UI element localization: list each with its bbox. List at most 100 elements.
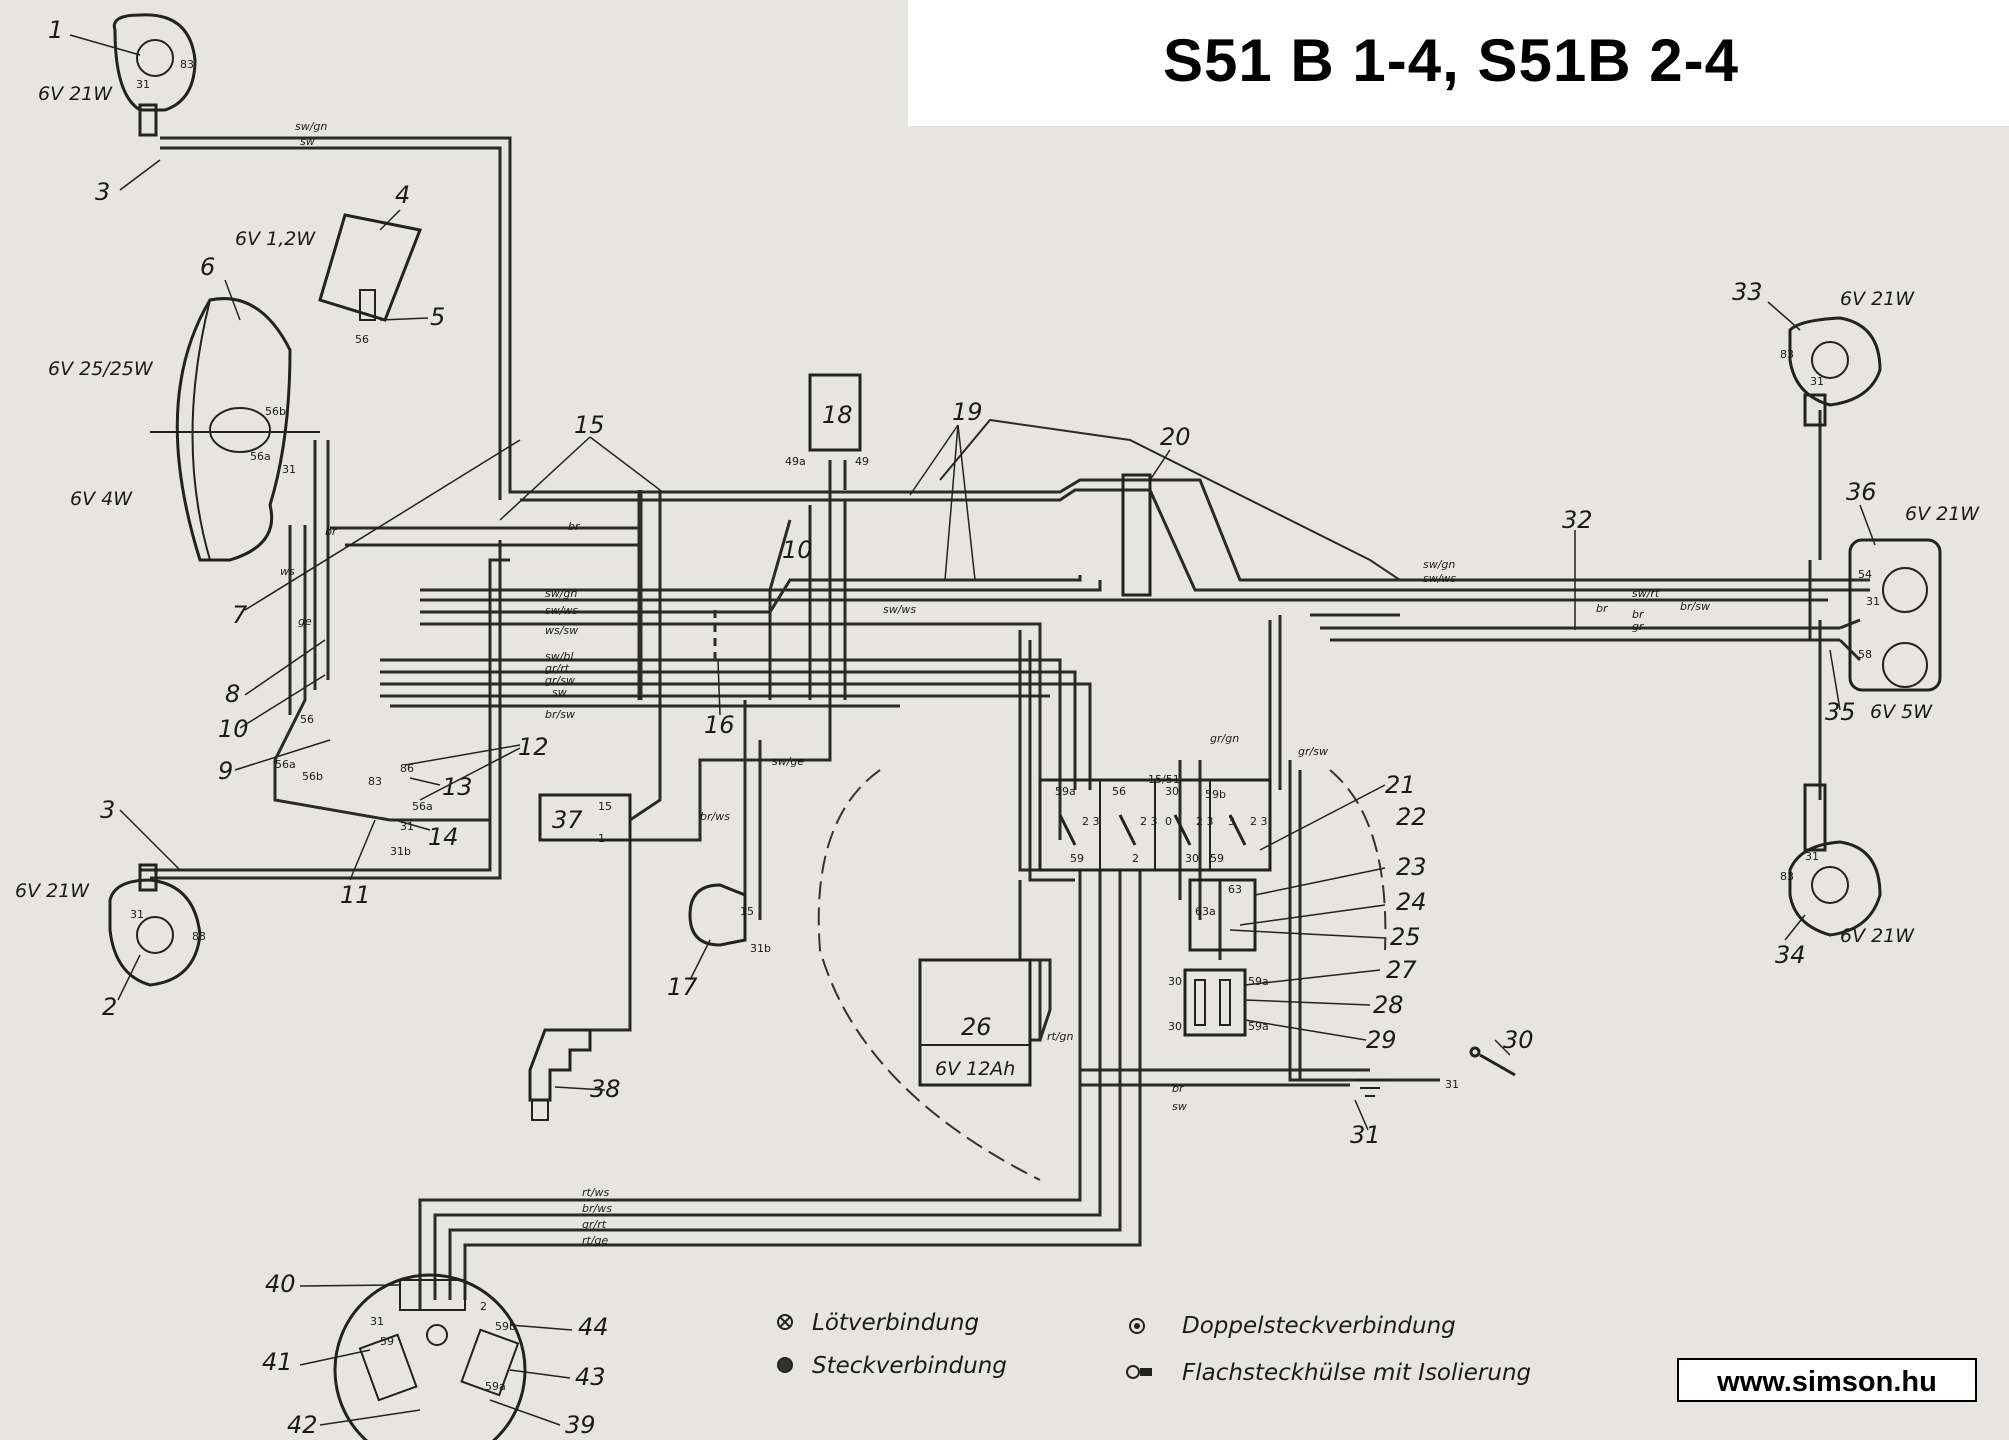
terminal-label: 31	[130, 908, 144, 921]
terminal-label: 56a	[412, 800, 433, 813]
fuse-block-27	[1183, 968, 1247, 1037]
component-number: 19	[952, 398, 983, 426]
component-number: 9	[218, 757, 233, 785]
terminal-label: 59b	[495, 1320, 516, 1333]
wire-color-label: rt/ge	[582, 1234, 609, 1247]
component-number: 29	[1366, 1026, 1397, 1054]
terminal-labels: 83 31 83 31 56 56b 56a 31 56a 56b 56 83 …	[130, 58, 1880, 1393]
terminal-label: 83	[192, 930, 206, 943]
wire-color-label: rt/gn	[1047, 1030, 1074, 1043]
lamp-spec-label: 6V 21W	[1905, 503, 1980, 525]
component-number: 5	[430, 303, 445, 331]
lamp-specs: 6V 21W 6V 21W 6V 1,2W 6V 25/25W 6V 4W 6V…	[15, 83, 1980, 1080]
terminal-label: 86	[400, 762, 414, 775]
wire-color-label: sw	[300, 135, 315, 148]
module-37	[538, 793, 632, 842]
wire-color-label: br	[325, 525, 338, 538]
wire-color-label: br/ws	[582, 1202, 612, 1215]
lamp-spec-label: 6V 21W	[1840, 288, 1915, 310]
terminal-label: 56	[300, 713, 314, 726]
wire-color-label: gr	[1632, 620, 1645, 633]
terminal-label: 56	[1112, 785, 1126, 798]
terminal-label: 2 3	[1250, 815, 1268, 828]
terminal-label: 30	[1168, 975, 1182, 988]
terminal-label: 56b	[265, 405, 286, 418]
wire-color-label: ws/sw	[545, 624, 578, 637]
terminal-label: 83	[368, 775, 382, 788]
wire-labels: sw/gn sw br sw/gn sw/ws ws/sw sw/bl gr/r…	[280, 120, 1710, 1247]
legend: Lötverbindung Steckverbindung Doppelstec…	[777, 1310, 1531, 1386]
wire-color-label: ge	[298, 615, 312, 628]
terminal-label: 59a	[1248, 1020, 1269, 1033]
wire-color-label: sw/ws	[883, 603, 916, 616]
terminal-label: 56a	[275, 758, 296, 771]
terminal-label: 31b	[390, 845, 411, 858]
terminal-label: 59a	[485, 1380, 506, 1393]
wire-color-label: ws	[280, 565, 295, 578]
terminal-label: 83	[1780, 348, 1794, 361]
terminal-label: 30	[1165, 785, 1179, 798]
component-number: 3	[95, 178, 110, 206]
component-number: 17	[667, 973, 698, 1001]
lamp-spec-label: 6V 25/25W	[48, 358, 154, 380]
tank-outline-right	[1329, 769, 1387, 951]
wire-color-label: sw/gn	[1423, 558, 1455, 571]
component-number: 28	[1373, 991, 1404, 1019]
terminal-label: 59b	[1205, 788, 1226, 801]
terminal-label: 2 3	[1196, 815, 1214, 828]
ground-30	[1469, 1046, 1516, 1077]
terminal-label: 1	[598, 832, 605, 845]
terminal-label: 58	[1858, 648, 1872, 661]
lamp-spec-label: 6V 1,2W	[235, 228, 316, 250]
terminal-label: 2 3	[1082, 815, 1100, 828]
component-number: 31	[1350, 1121, 1381, 1149]
page-title: S51 B 1-4, S51B 2-4	[1163, 27, 1739, 94]
wire-color-label: sw/gn	[545, 587, 577, 600]
terminal-label: 59	[1210, 852, 1224, 865]
component-number: 6	[200, 253, 215, 281]
terminal-label: 56	[355, 333, 369, 346]
ignition-plate-39	[333, 1273, 527, 1440]
component-number: 7	[232, 601, 248, 629]
component-number: 41	[262, 1348, 293, 1376]
component-number: 40	[265, 1270, 296, 1298]
relay-23	[1188, 878, 1257, 952]
wire-color-label: br/ws	[700, 810, 730, 823]
terminal-label: 59a	[1055, 785, 1076, 798]
component-number: 14	[428, 823, 459, 851]
terminal-label: 31	[1866, 595, 1880, 608]
component-number: 26	[961, 1013, 992, 1041]
lamp-spec-label: 6V 21W	[15, 880, 90, 902]
terminal-label: 31	[370, 1315, 384, 1328]
headlight-6	[150, 297, 320, 562]
terminal-label: 2 3	[1140, 815, 1158, 828]
legend-solder-label: Lötverbindung	[812, 1310, 979, 1336]
legend-flat-sleeve-label: Flachsteckhülse mit Isolierung	[1182, 1360, 1531, 1386]
terminal-label: 63a	[1195, 905, 1216, 918]
lamp-34	[1788, 783, 1882, 937]
terminal-label: 83	[180, 58, 194, 71]
terminal-label: 31	[400, 820, 414, 833]
terminal-label: 31	[136, 78, 150, 91]
wire-color-label: br/sw	[1680, 600, 1710, 613]
terminal-label: 49	[855, 455, 869, 468]
lamp-spec-label: 6V 4W	[70, 488, 133, 510]
wire-color-label: gr/rt	[545, 662, 570, 675]
component-number: 37	[552, 806, 583, 834]
ignition-switch-21	[1038, 778, 1272, 872]
terminal-label: 3	[1228, 815, 1235, 828]
terminal-label: 31	[282, 463, 296, 476]
component-number: 24	[1396, 888, 1427, 916]
wire-harness	[140, 136, 1870, 1310]
wire-color-label: sw/ge	[772, 755, 804, 768]
terminal-label: 31b	[750, 942, 771, 955]
component-number: 12	[518, 733, 549, 761]
component-number: 33	[1732, 278, 1763, 306]
ground-31	[1355, 1079, 1385, 1097]
terminal-label: 15	[740, 905, 754, 918]
leader-lines	[69, 34, 1876, 1426]
component-number: 1	[48, 16, 63, 44]
component-number: 32	[1562, 506, 1593, 534]
speedometer-17	[688, 883, 747, 947]
terminal-label: 2	[480, 1300, 487, 1313]
